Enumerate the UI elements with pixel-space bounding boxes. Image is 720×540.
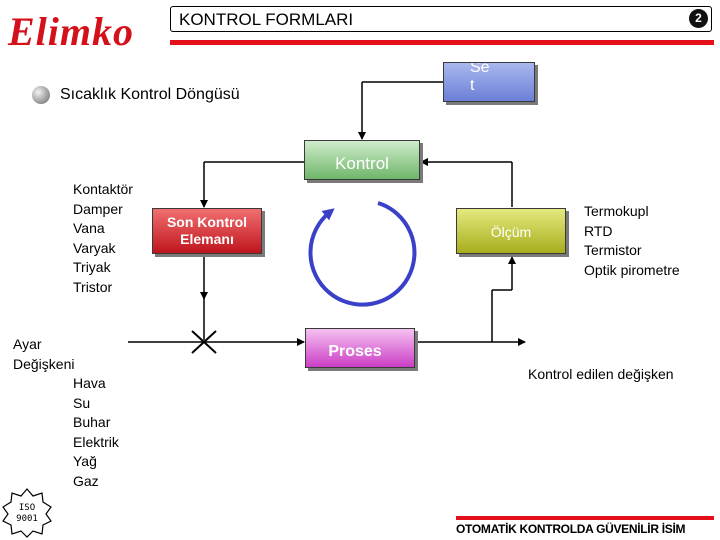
proses-box: Proses [305, 328, 415, 368]
footer-rule [456, 516, 714, 520]
list-item: Termokupl [584, 203, 649, 219]
list-item: Yağ [73, 453, 97, 469]
list-item: Kontaktör [73, 181, 133, 197]
list-item: Vana [73, 220, 105, 236]
subtitle: Sıcaklık Kontrol Döngüsü [60, 86, 240, 103]
list-item: Termistor [584, 242, 642, 258]
list-item: Buhar [73, 414, 111, 430]
list-item: Triyak [73, 259, 111, 275]
olcum-box: Ölçüm [456, 208, 566, 254]
bullet-icon [32, 86, 50, 104]
elimko-logo: Elimko [8, 9, 135, 54]
list-item: Optik pirometre [584, 261, 680, 278]
page-title: KONTROL FORMLARI [179, 10, 354, 29]
page-number-badge: 2 [689, 9, 708, 28]
iso-label: ISO [19, 503, 35, 513]
header-rule [170, 40, 714, 45]
son-kontrol-label-1: Son Kontrol [166, 214, 248, 230]
list-item: Su [73, 394, 91, 411]
manipulated-title-line: Ayar [13, 336, 42, 352]
list-item: RTD [584, 222, 613, 239]
final-elements-list: Kontaktör Damper Vana Varyak Triyak Tris… [73, 180, 133, 297]
set-label: Set [470, 62, 490, 94]
iso-9001-seal-icon: ISO 9001 [2, 488, 52, 538]
controlled-variable-label: Kontrol edilen değişken [528, 366, 674, 382]
list-item: Tristor [73, 278, 113, 295]
list-item: Gaz [73, 472, 99, 489]
loop-arrow [308, 201, 417, 307]
manipulated-variable-title: Ayar Değişkeni [13, 335, 74, 374]
son-kontrol-box: Son Kontrol Elemanı [152, 208, 262, 254]
manipulated-title-line: Değişkeni [13, 355, 75, 372]
list-item: Elektrik [73, 433, 119, 450]
set-box: Set [443, 62, 535, 102]
kontrol-box: Kontrol [304, 140, 420, 180]
title-bar: KONTROL FORMLARI 2 [170, 6, 712, 32]
son-kontrol-label-2: Elemanı [180, 231, 234, 247]
footer-slogan: OTOMATİK KONTROLDA GÜVENİLİR İSİM [456, 522, 686, 536]
iso-number: 9001 [16, 514, 38, 524]
list-item: Varyak [73, 239, 116, 256]
sensors-list: Termokupl RTD Termistor Optik pirometre [584, 202, 680, 280]
list-item: Hava [73, 375, 106, 391]
list-item: Damper [73, 200, 123, 217]
manipulated-variable-list: Hava Su Buhar Elektrik Yağ Gaz [73, 374, 119, 491]
